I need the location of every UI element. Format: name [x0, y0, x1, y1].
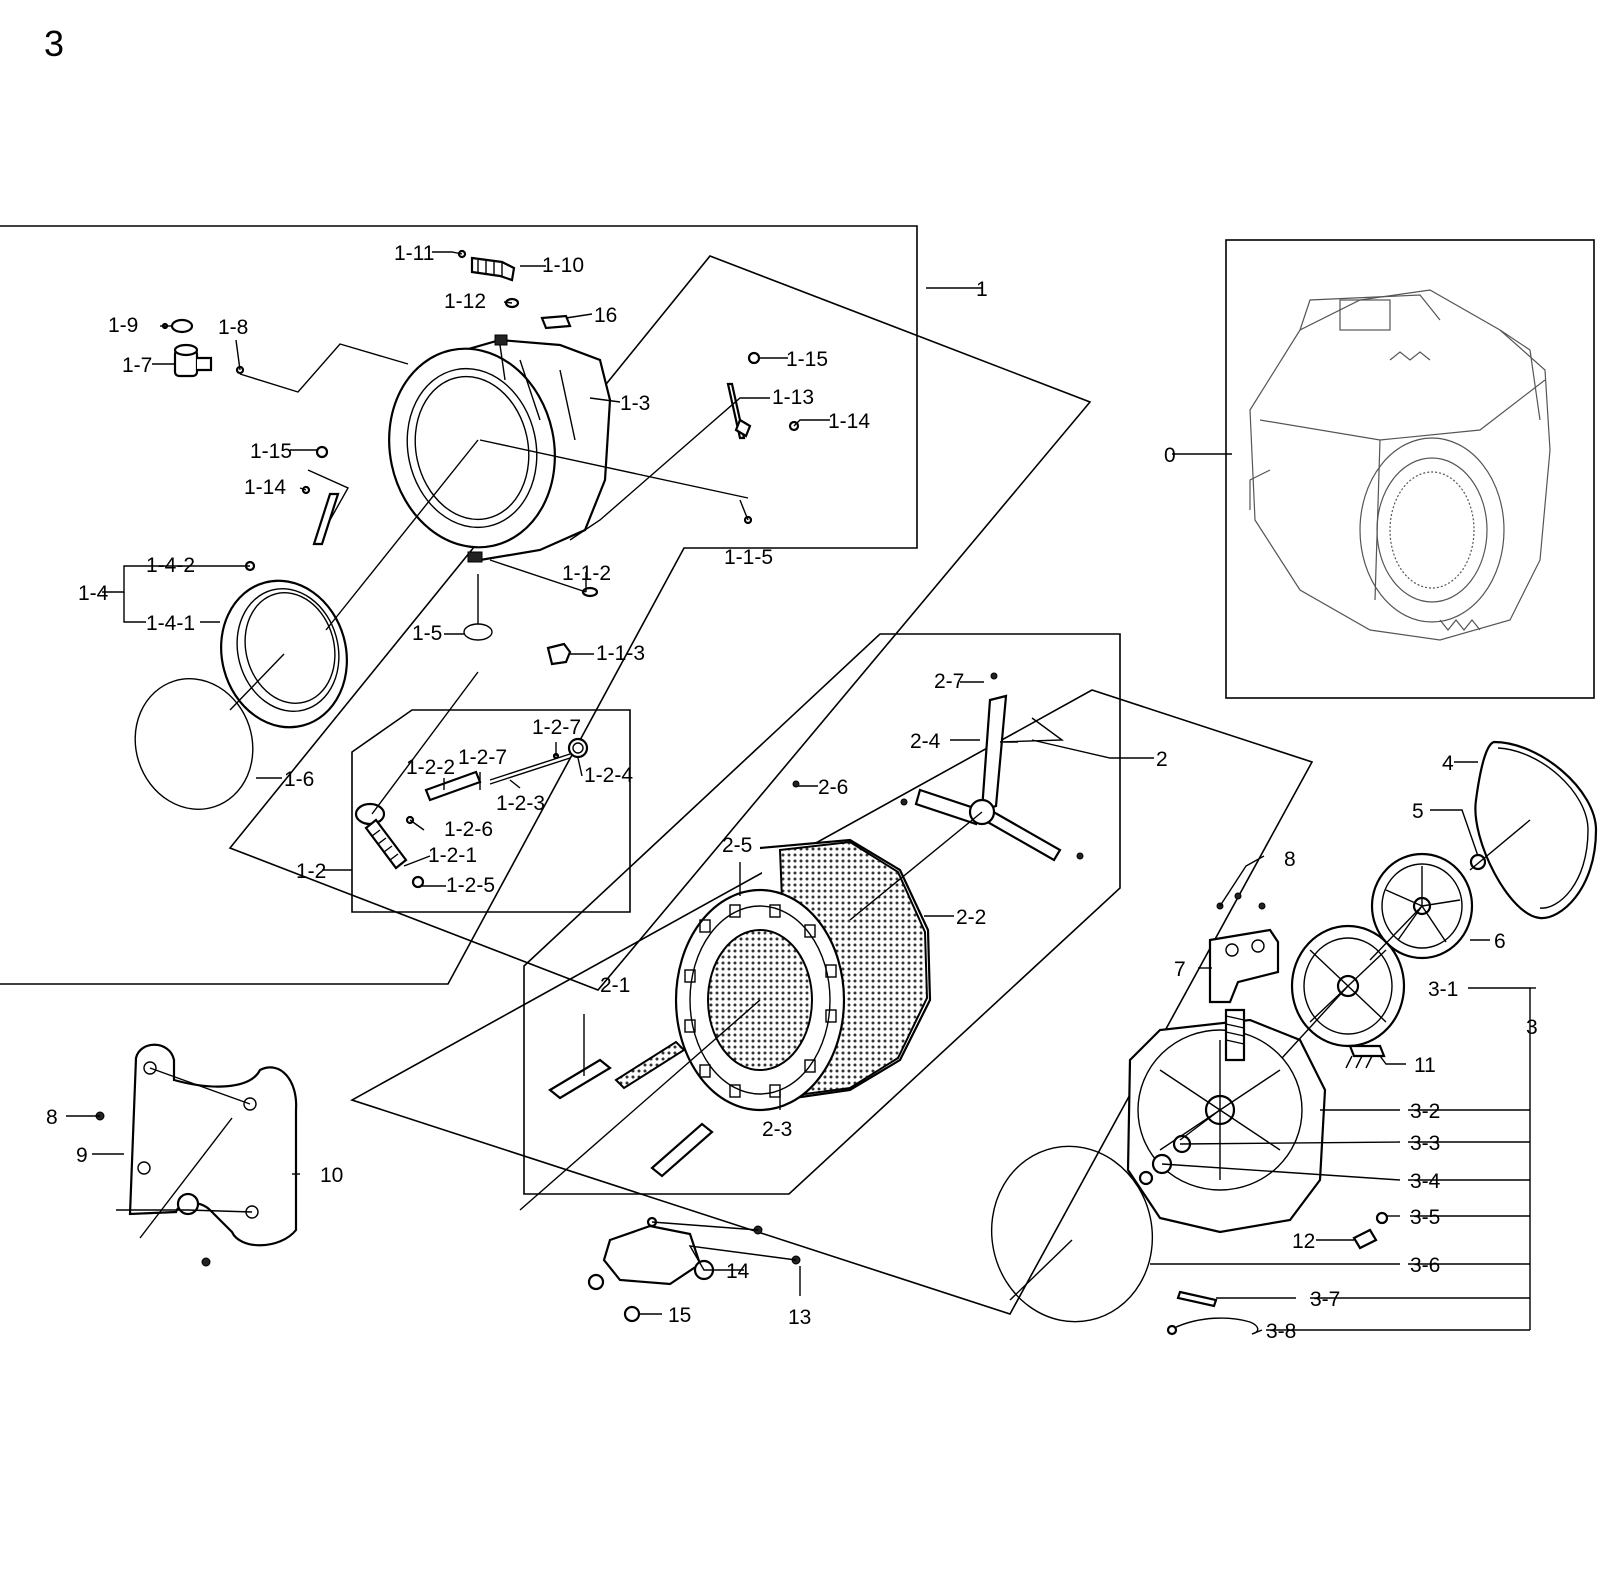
label-2-4: 2-4 [910, 730, 941, 753]
label-3-1: 3-1 [1428, 978, 1458, 1001]
label-1-1-3: 1-1-3 [596, 642, 645, 665]
label-1-13: 1-13 [772, 386, 814, 409]
label-6: 6 [1494, 930, 1506, 953]
label-10: 10 [320, 1164, 343, 1187]
label-1-8: 1-8 [218, 316, 248, 339]
label-1-15-left: 1-15 [250, 440, 292, 463]
group-1-2-box [351, 709, 631, 913]
label-15: 15 [668, 1304, 691, 1327]
label-1-4-1: 1-4-1 [146, 612, 195, 635]
label-1-1-2: 1-1-2 [562, 562, 611, 585]
label-4: 4 [1442, 752, 1454, 775]
label-2-1: 2-1 [600, 974, 630, 997]
label-2-5: 2-5 [722, 834, 752, 857]
label-14: 14 [726, 1260, 750, 1283]
label-3-2: 3-2 [1410, 1100, 1440, 1123]
label-1-6: 1-6 [284, 768, 314, 791]
rear-small-parts [1166, 1044, 1389, 1336]
label-1-2-2: 1-2-2 [406, 756, 455, 779]
label-12: 12 [1292, 1230, 1315, 1253]
label-9: 9 [76, 1144, 88, 1167]
group-2-outline [523, 633, 1121, 1195]
label-1-12: 1-12 [444, 290, 486, 313]
group-1-tub-box [228, 255, 1092, 991]
label-2: 2 [1156, 748, 1168, 771]
label-1-4: 1-4 [78, 582, 109, 605]
drain-pump [587, 1216, 801, 1323]
group-1-outline [0, 225, 918, 985]
label-3-6: 3-6 [1410, 1254, 1440, 1277]
label-5: 5 [1412, 800, 1424, 823]
label-1-9: 1-9 [108, 314, 138, 337]
label-1-2-3: 1-2-3 [496, 792, 545, 815]
label-3-8: 3-8 [1266, 1320, 1296, 1343]
label-3-5: 3-5 [1410, 1206, 1440, 1229]
label-3-7: 3-7 [1310, 1288, 1340, 1311]
label-0: 0 [1164, 444, 1176, 467]
label-1-2: 1-2 [296, 860, 326, 883]
label-2-3: 2-3 [762, 1118, 792, 1141]
label-1: 1 [976, 278, 988, 301]
part-labels: 0 1 1-11 1-10 1-12 16 1-9 1-8 1-7 1-3 1-… [46, 242, 1538, 1343]
label-8-right: 8 [1284, 848, 1296, 871]
drum-spider [792, 672, 1084, 862]
label-1-2-6: 1-2-6 [444, 818, 493, 841]
motor-bracket [1208, 892, 1280, 1004]
label-16: 16 [594, 304, 617, 327]
label-2-2: 2-2 [956, 906, 986, 929]
page-number: 3 [44, 23, 64, 64]
label-1-3: 1-3 [620, 392, 650, 415]
label-1-15-right: 1-15 [786, 348, 828, 371]
leader-lines [66, 251, 1536, 1335]
gasket-wire-ring [134, 678, 254, 810]
label-1-2-4: 1-2-4 [584, 764, 633, 787]
label-1-11: 1-11 [394, 242, 434, 265]
label-1-10: 1-10 [542, 254, 584, 277]
label-8-left: 8 [46, 1106, 58, 1129]
drain-hose-assembly [354, 737, 589, 889]
reference-box [1225, 239, 1595, 699]
label-1-2-7-mid: 1-2-7 [458, 746, 507, 769]
rear-tub-ring [990, 1145, 1154, 1323]
label-1-7: 1-7 [122, 354, 152, 377]
tub-bracket [95, 1043, 298, 1267]
label-1-4-2: 1-4-2 [146, 554, 195, 577]
label-1-14-right: 1-14 [828, 410, 870, 433]
label-7: 7 [1174, 958, 1186, 981]
label-3: 3 [1526, 1016, 1538, 1039]
label-2-6: 2-6 [818, 776, 848, 799]
label-1-2-1: 1-2-1 [428, 844, 477, 867]
label-11: 11 [1414, 1054, 1436, 1077]
tub-rear [1126, 1008, 1327, 1234]
label-1-1-5: 1-1-5 [724, 546, 773, 569]
complete-assembly-reference [1249, 289, 1551, 641]
label-1-5: 1-5 [412, 622, 442, 645]
label-2-7: 2-7 [934, 670, 964, 693]
label-1-2-7-top: 1-2-7 [532, 716, 581, 739]
drive-belt [1474, 740, 1598, 920]
label-1-2-5: 1-2-5 [446, 874, 495, 897]
drum [674, 838, 932, 1112]
drum-lifters [548, 1040, 714, 1178]
label-13: 13 [788, 1306, 811, 1329]
label-1-14-left: 1-14 [244, 476, 286, 499]
group-2-drum-box [350, 689, 1314, 1315]
label-3-4: 3-4 [1410, 1170, 1441, 1193]
label-3-3: 3-3 [1410, 1132, 1440, 1155]
